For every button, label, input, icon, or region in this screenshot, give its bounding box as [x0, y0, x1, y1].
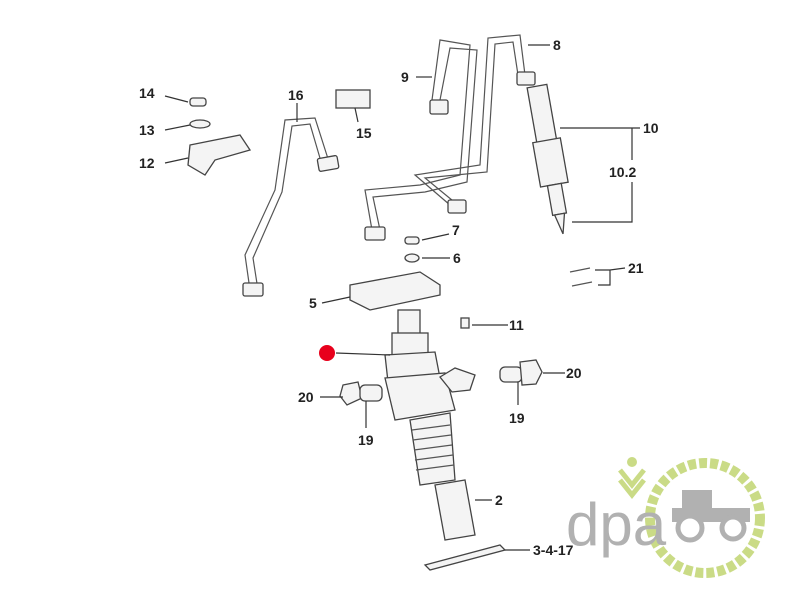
- label-20-right: 20: [566, 365, 582, 381]
- dpa-logo: dpa: [566, 457, 765, 578]
- injection-pipe-8: [413, 34, 536, 214]
- highlight-marker: [319, 345, 335, 361]
- label-12: 12: [139, 155, 155, 171]
- gear-ring-icon: [645, 458, 765, 578]
- label-21: 21: [628, 260, 644, 276]
- label-19-left: 19: [358, 432, 374, 448]
- label-8: 8: [553, 37, 561, 53]
- tractor-icon: [672, 490, 750, 543]
- injector-10: [526, 83, 569, 235]
- label-11: 11: [509, 317, 524, 333]
- gasket-3-4-17: [423, 544, 507, 571]
- label-13: 13: [139, 122, 155, 138]
- label-6: 6: [453, 250, 461, 266]
- banjo-fitting-right: [499, 359, 543, 386]
- part-15: [335, 89, 371, 109]
- injection-pump: [384, 309, 476, 486]
- label-9: 9: [401, 69, 409, 85]
- clamp-12: [187, 134, 252, 176]
- logo-text: dpa: [566, 491, 667, 558]
- label-14: 14: [139, 85, 155, 101]
- label-2: 2: [495, 492, 503, 508]
- label-3-4-17: 3-4-17: [533, 542, 574, 558]
- label-5: 5: [309, 295, 317, 311]
- wheat-icon: [618, 468, 646, 500]
- label-20-left: 20: [298, 389, 314, 405]
- shim-5: [349, 271, 441, 311]
- label-10-2: 10.2: [609, 164, 636, 180]
- label-15: 15: [356, 125, 372, 141]
- part-7: [404, 236, 420, 245]
- part-13: [189, 119, 211, 129]
- label-7: 7: [452, 222, 460, 238]
- clips-21: [569, 267, 593, 287]
- banjo-fitting-left: [339, 381, 383, 406]
- label-16: 16: [288, 87, 304, 103]
- leader-lines: [164, 44, 640, 551]
- part-6: [404, 253, 420, 263]
- label-19-right: 19: [509, 410, 525, 426]
- label-10: 10: [643, 120, 659, 136]
- part-11: [460, 317, 470, 329]
- tappet-2: [434, 479, 476, 541]
- part-14: [189, 97, 207, 107]
- injection-pipe-16: [242, 117, 340, 297]
